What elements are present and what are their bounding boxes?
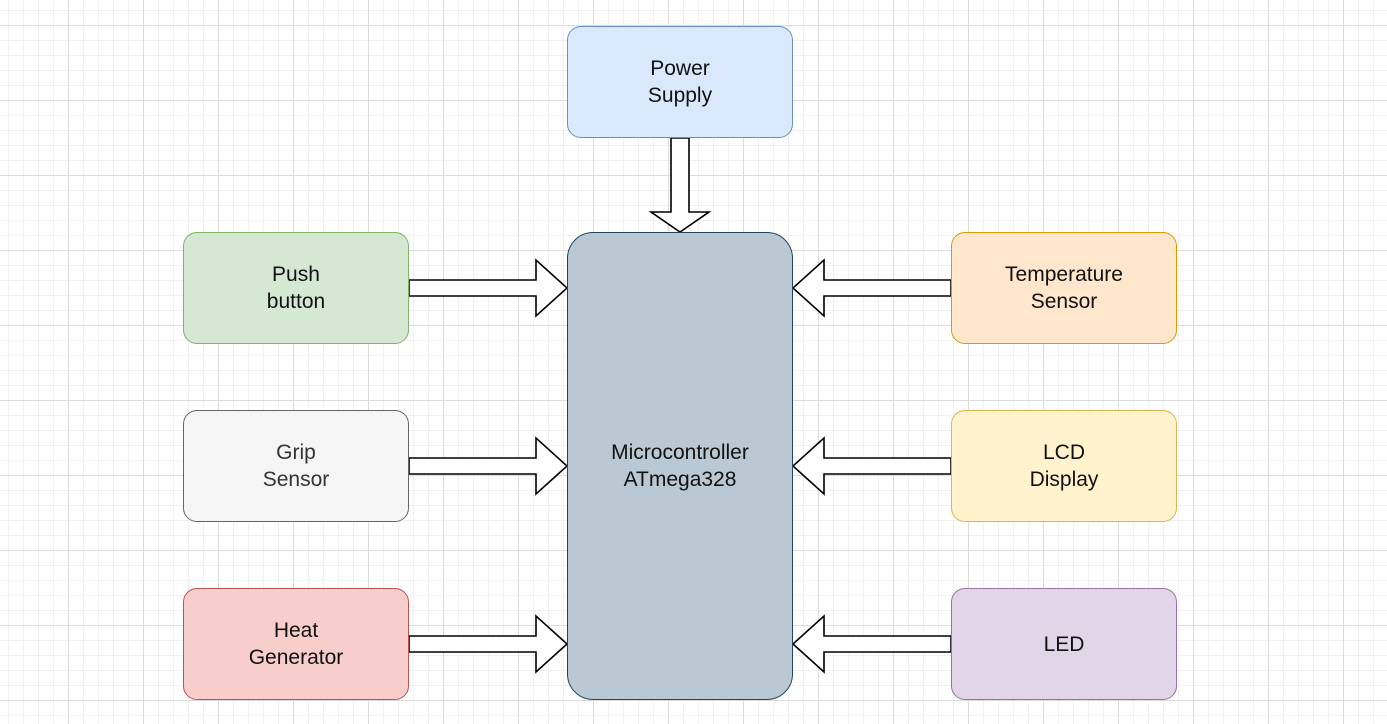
arrow-grip-to-mcu bbox=[408, 436, 569, 496]
lcd-display-block[interactable]: LCD Display bbox=[951, 410, 1177, 522]
arrow-power-to-mcu bbox=[648, 137, 712, 233]
microcontroller-block[interactable]: Microcontroller ATmega328 bbox=[567, 232, 793, 700]
led-block[interactable]: LED bbox=[951, 588, 1177, 700]
grip-sensor-block[interactable]: Grip Sensor bbox=[183, 410, 409, 522]
arrow-lcd-to-mcu bbox=[791, 436, 952, 496]
microcontroller-label: Microcontroller ATmega328 bbox=[611, 441, 749, 491]
arrow-temp-to-mcu bbox=[791, 258, 952, 318]
temperature-sensor-block[interactable]: Temperature Sensor bbox=[951, 232, 1177, 344]
power-supply-block[interactable]: Power Supply bbox=[567, 26, 793, 138]
led-label: LED bbox=[1043, 632, 1085, 656]
temperature-sensor-label: Temperature Sensor bbox=[1005, 263, 1123, 313]
heat-generator-block[interactable]: Heat Generator bbox=[183, 588, 409, 700]
push-button-block[interactable]: Push button bbox=[183, 232, 409, 344]
power-supply-label: Power Supply bbox=[647, 57, 713, 107]
arrow-heat-to-mcu bbox=[408, 614, 569, 674]
arrow-push-to-mcu bbox=[408, 258, 569, 318]
heat-generator-label: Heat Generator bbox=[248, 619, 344, 669]
grip-sensor-label: Grip Sensor bbox=[262, 441, 330, 491]
arrow-led-to-mcu bbox=[791, 614, 952, 674]
lcd-display-label: LCD Display bbox=[1029, 441, 1099, 491]
push-button-label: Push button bbox=[266, 263, 326, 313]
